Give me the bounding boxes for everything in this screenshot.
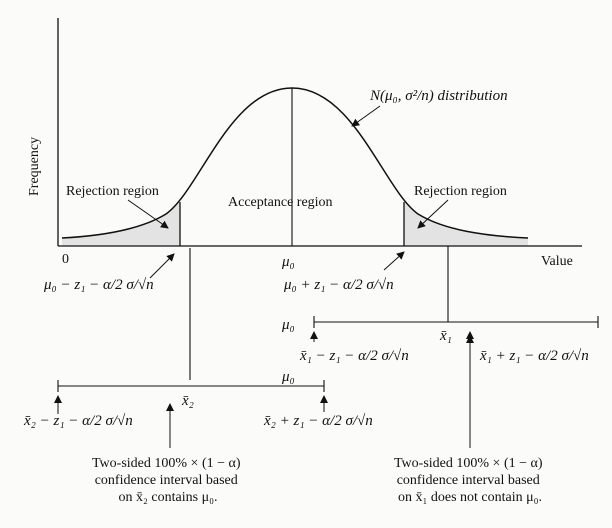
normal-curve (61, 87, 529, 239)
distribution-pointer (351, 105, 381, 127)
right-rejection-shading (404, 202, 528, 246)
interval-1-lower-label: x̄₁ − z₁ − α/2 σ/√n (299, 348, 409, 364)
upper-critical-pointer (383, 251, 405, 271)
caption-2-line-3: on x̄₂ contains μ₀. (119, 490, 218, 505)
rejection-region-left-label: Rejection region (66, 184, 159, 199)
caption-2-line-1: Two-sided 100% × (1 − α) (92, 456, 241, 471)
distribution-label: N(μ₀, σ²/n) distribution (369, 88, 508, 104)
x-axis-label: Value (541, 254, 573, 269)
caption-interval-2: Two-sided 100% × (1 − α) confidence inte… (92, 456, 244, 505)
mean-tick-label: μ₀ (281, 254, 295, 270)
interval-1-mu-label: μ₀ (281, 317, 295, 333)
caption-1-line-2: confidence interval based (397, 473, 540, 488)
interval-2-mu-label: μ₀ (281, 369, 295, 385)
caption-2-line-2: confidence interval based (95, 473, 238, 488)
lower-critical-pointer (149, 253, 175, 279)
left-rejection-shading (62, 202, 180, 246)
interval-2-estimate-label: x̄₂ (181, 393, 194, 409)
caption-interval-1: Two-sided 100% × (1 − α) confidence inte… (394, 456, 546, 505)
rejection-region-right-label: Rejection region (414, 184, 507, 199)
interval-1-upper-label: x̄₁ + z₁ − α/2 σ/√n (479, 348, 589, 364)
lower-critical-label: μ₀ − z₁ − α/2 σ/√n (43, 277, 154, 293)
upper-critical-label: μ₀ + z₁ − α/2 σ/√n (283, 277, 394, 293)
y-axis-label: Frequency (27, 137, 42, 196)
interval-1-estimate-label: x̄₁ (439, 328, 452, 344)
interval-2-lower-label: x̄₂ − z₁ − α/2 σ/√n (23, 413, 133, 429)
origin-label: 0 (62, 252, 69, 267)
acceptance-region-label: Acceptance region (228, 195, 333, 210)
rejection-right-pointer (417, 199, 449, 229)
interval-2-upper-label: x̄₂ + z₁ − α/2 σ/√n (263, 413, 373, 429)
rejection-left-pointer (127, 199, 169, 229)
caption-1-line-1: Two-sided 100% × (1 − α) (394, 456, 543, 471)
caption-1-line-3: on x̄₁ does not contain μ₀. (398, 490, 542, 505)
